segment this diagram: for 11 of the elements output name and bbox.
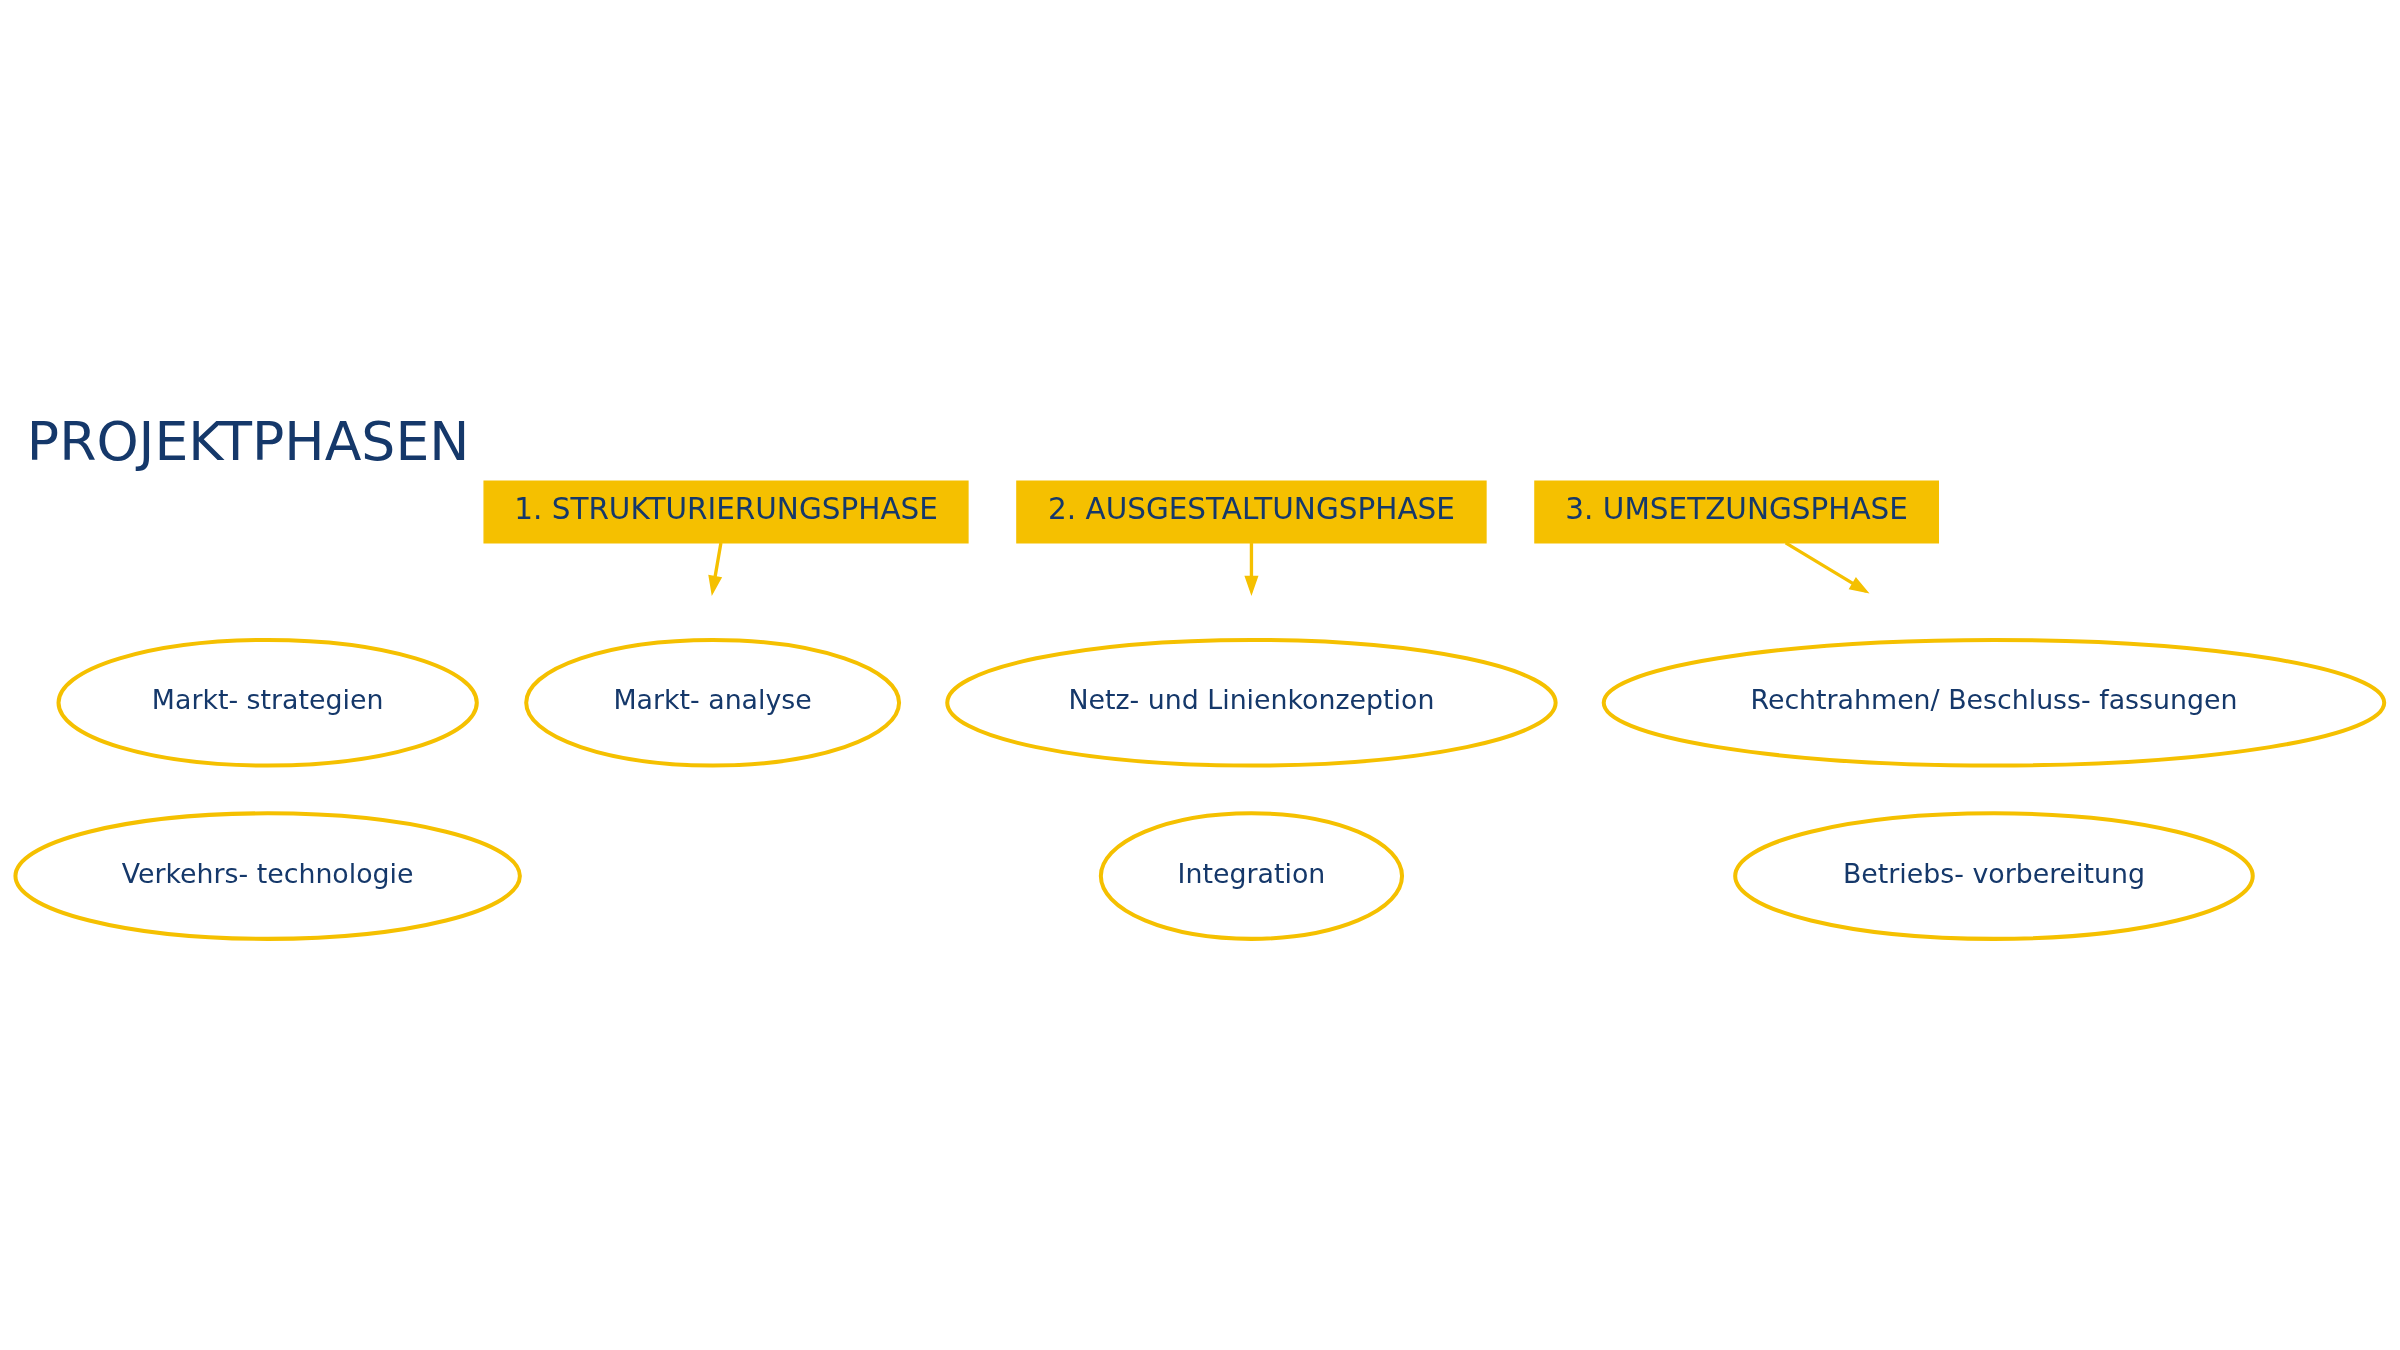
node-box: 3. UMSETZUNGSPHASE — [1534, 480, 1939, 544]
node-ellipse: Betriebs- vorbereitung — [1733, 811, 2255, 941]
node-ellipse: Markt- strategien — [56, 637, 479, 768]
node-ellipse: Rechtrahmen/ Beschluss- fassungen — [1601, 637, 2387, 768]
diagram-title: PROJEKTPHASEN — [26, 409, 470, 473]
node-box: 2. AUSGESTALTUNGSPHASE — [1016, 480, 1487, 544]
node-ellipse: Integration — [1098, 811, 1405, 941]
node-ellipse: Markt- analyse — [524, 637, 902, 768]
node-ellipse: Verkehrs- technologie — [13, 811, 522, 941]
node-ellipse: Netz- und Linienkonzeption — [945, 637, 1558, 768]
node-box: 1. STRUKTURIERUNGSPHASE — [483, 480, 969, 544]
